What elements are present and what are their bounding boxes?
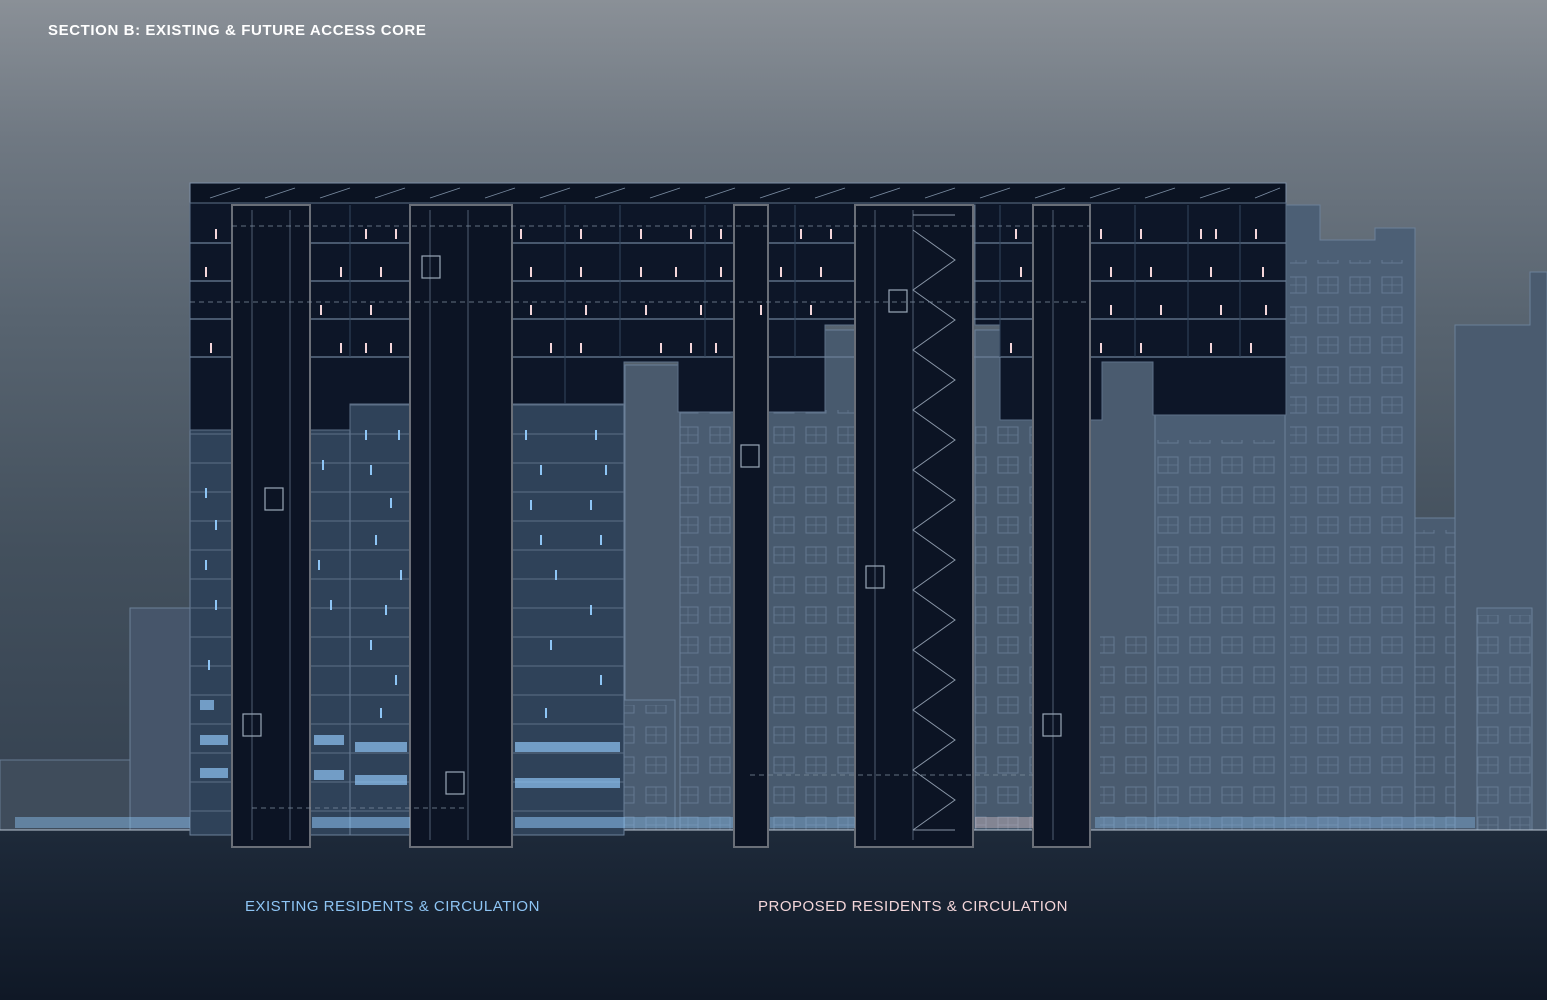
proposed-resident-figures [205,229,1267,353]
legend-existing-residents: EXISTING RESIDENTS & CIRCULATION [245,898,540,915]
elevator-cab [242,255,1062,795]
access-cores [190,204,1091,848]
roof-truss [189,182,1287,204]
elevator-shafts [251,210,1054,840]
ground [0,830,1547,1000]
existing-core-1 [231,204,311,848]
proposed-core-1 [733,204,769,848]
legend-proposed-residents: PROPOSED RESIDENTS & CIRCULATION [758,898,1068,915]
stair-tower [912,214,956,831]
existing-towers [189,403,625,836]
existing-core-2 [409,204,513,848]
street-crowd [15,817,1475,828]
background-buildings [0,204,1547,831]
existing-resident-figures [200,430,620,788]
diagram-title: SECTION B: EXISTING & FUTURE ACCESS CORE [48,22,427,39]
proposed-core-3 [1032,204,1091,848]
proposed-core-2 [854,204,974,848]
roof-truss-diagonals [209,187,1281,199]
background-building-left-tall [129,607,196,831]
dashed-guides [190,225,1090,809]
proposed-floor-columns [349,205,1241,404]
